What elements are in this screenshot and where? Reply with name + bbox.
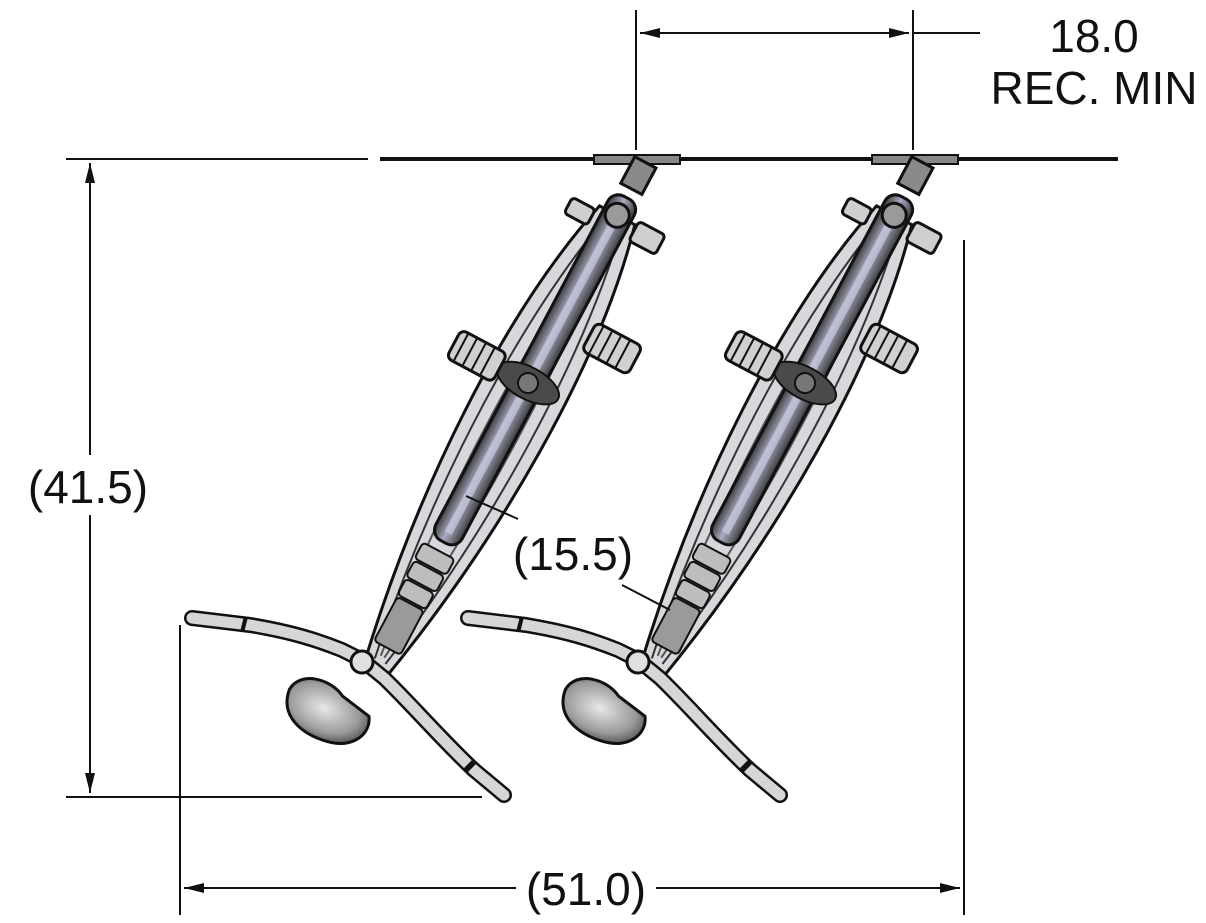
- depth-dimension: (41.5): [20, 163, 482, 798]
- frame-offset-value: (15.5): [513, 528, 633, 580]
- bike-right: [574, 154, 980, 716]
- overall-width-value: (51.0): [526, 863, 646, 915]
- spacing-value: 18.0: [1049, 10, 1139, 62]
- depth-value: (41.5): [28, 461, 148, 513]
- handlebar-left: [192, 618, 504, 795]
- spacing-note: REC. MIN: [991, 62, 1198, 114]
- bike-left: [297, 154, 703, 716]
- frame-offset-dimension: (15.5): [465, 495, 671, 611]
- spacing-dimension: 18.0 REC. MIN: [635, 10, 1198, 150]
- overall-width-dimension: (51.0): [179, 240, 965, 915]
- handlebar-right: [468, 618, 780, 795]
- wall-rail: [66, 154, 1118, 165]
